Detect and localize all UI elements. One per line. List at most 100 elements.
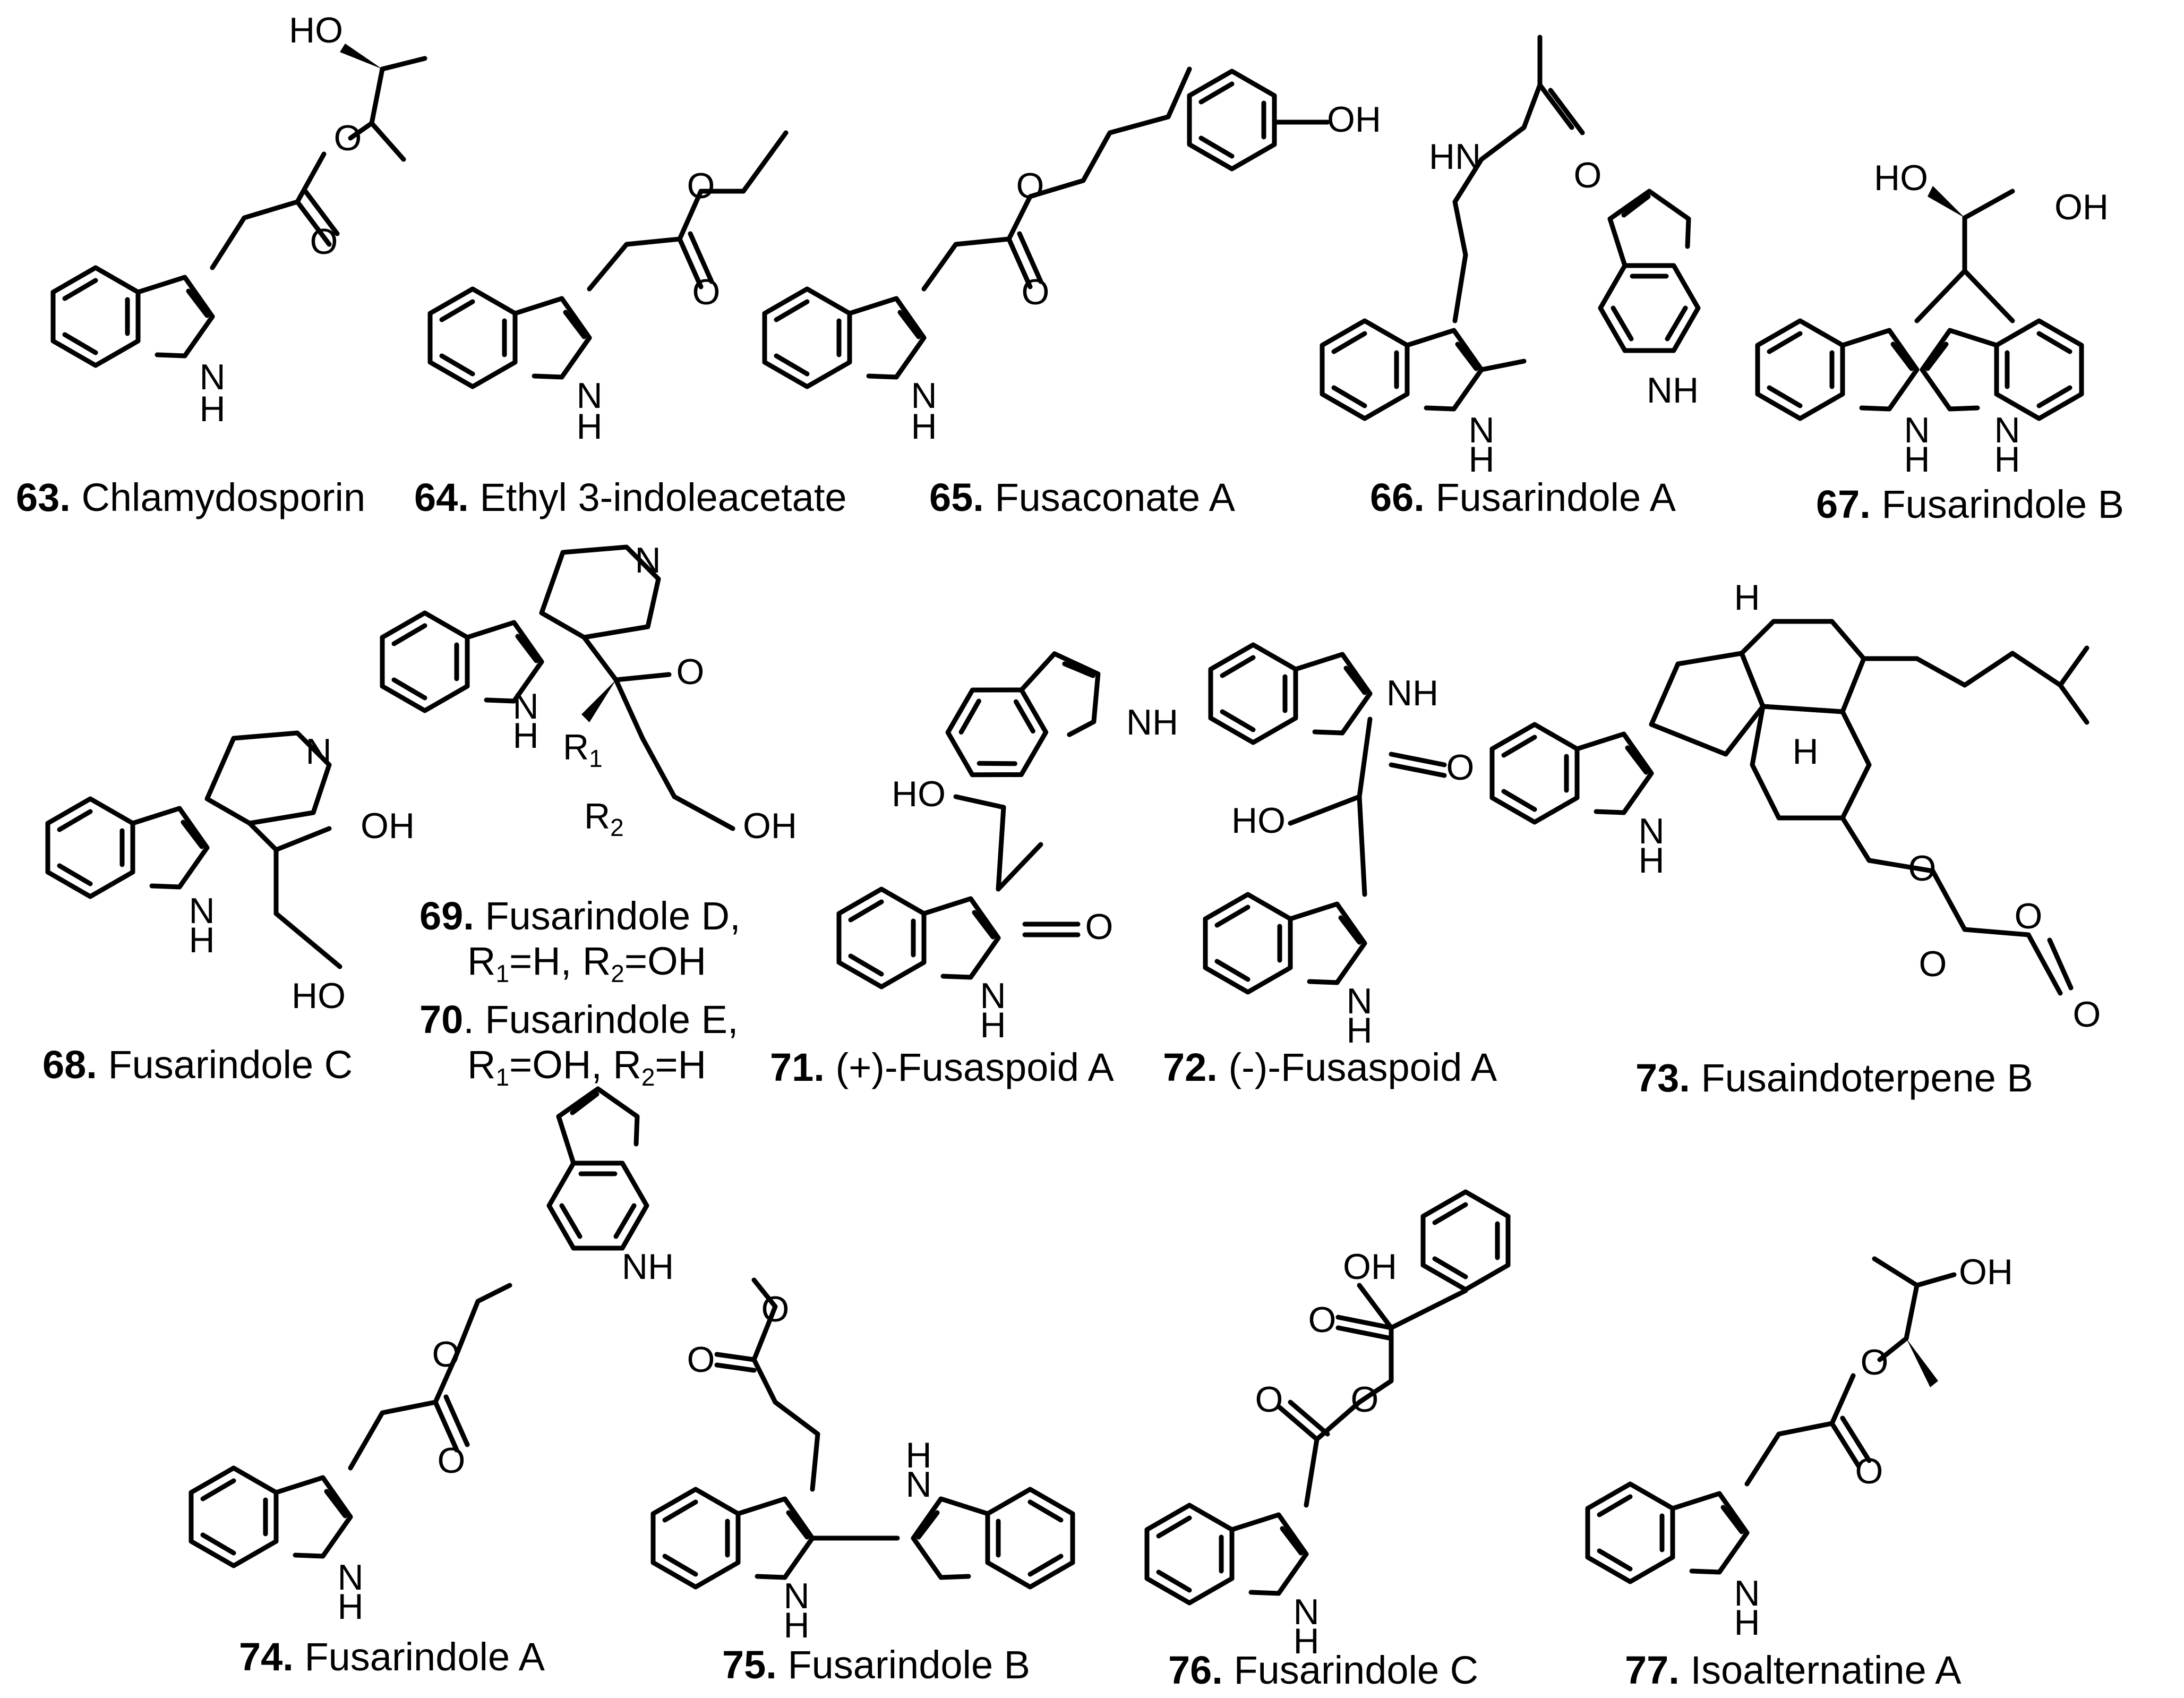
atom-o: O xyxy=(1308,1300,1337,1340)
atom-h: H xyxy=(199,389,225,429)
atom-h: H xyxy=(905,1435,931,1475)
atom-o: O xyxy=(438,1440,466,1481)
atom-h: H xyxy=(1734,1602,1760,1643)
atom-n: N xyxy=(305,731,331,772)
atom-n: N xyxy=(1994,410,2020,450)
atom-h: H xyxy=(1994,439,2020,480)
atom-n: N xyxy=(1293,1592,1319,1632)
atom-ho: HO xyxy=(289,10,343,50)
atom-o: O xyxy=(1861,1342,1889,1383)
atom-n: N xyxy=(1734,1573,1760,1614)
atom-o: O xyxy=(761,1289,790,1329)
atom-o: O xyxy=(1351,1379,1379,1420)
caption-72: 72. (-)-Fusaspoid A xyxy=(1163,1045,1497,1089)
structure-72: HO O NH N H xyxy=(1205,645,1474,1051)
caption-66: 66. Fusarindole A xyxy=(1370,475,1676,519)
structure-71: HO O N H NH xyxy=(839,632,1178,1045)
atom-o: O xyxy=(1919,944,1947,984)
caption-70: 70. Fusarindole E, xyxy=(419,997,739,1042)
structure-73: H H O O O O N H xyxy=(1492,577,2101,1035)
atom-o: O xyxy=(1016,166,1044,206)
caption-63: 63. Chlamydosporin xyxy=(16,475,365,519)
atom-n: N xyxy=(199,357,225,397)
caption-73: 73. Fusaindoterpene B xyxy=(1635,1056,2033,1100)
atom-h: H xyxy=(1293,1621,1319,1661)
atom-ho: HO xyxy=(1874,158,1928,198)
atom-ho: HO xyxy=(892,774,946,814)
caption-71: 71. (+)-Fusaspoid A xyxy=(770,1045,1114,1089)
atom-h: H xyxy=(337,1586,363,1627)
atom-o: O xyxy=(2073,994,2101,1035)
atom-o: O xyxy=(1255,1379,1283,1420)
atom-h: H xyxy=(1792,731,1818,772)
atom-o: O xyxy=(310,221,338,262)
caption-77: 77. Isoalternatine A xyxy=(1625,1648,1962,1692)
atom-oh: OH xyxy=(361,806,415,846)
atom-o: O xyxy=(676,652,705,692)
atom-oh: OH xyxy=(1327,99,1381,140)
atom-h: H xyxy=(1346,1010,1372,1051)
atom-n: N xyxy=(189,891,215,931)
atom-n: N xyxy=(635,540,661,581)
atom-oh: OH xyxy=(1343,1247,1397,1287)
substituents-69: R1=H, R2=OH xyxy=(467,939,706,987)
caption-76: 76. Fusarindole C xyxy=(1168,1648,1478,1692)
structure-64: O O N H xyxy=(430,130,789,447)
atom-n: N xyxy=(337,1557,363,1598)
atom-o: O xyxy=(692,272,721,312)
atom-h: H xyxy=(189,920,215,960)
atom-n: N xyxy=(1904,410,1930,450)
atom-nh: NH xyxy=(1126,702,1178,743)
atom-h: H xyxy=(1638,840,1664,881)
caption-69: 69. Fusarindole D, xyxy=(419,894,741,938)
atom-n: N xyxy=(783,1576,809,1616)
atom-n: N xyxy=(980,976,1006,1016)
atom-oh: OH xyxy=(1959,1252,2013,1292)
substituents-70: R1=OH, R2=H xyxy=(467,1043,706,1091)
atom-h: H xyxy=(911,406,937,447)
atom-h: H xyxy=(1734,577,1760,618)
structure-68: N OH HO N H xyxy=(48,730,415,1016)
caption-74: 74. Fusarindole A xyxy=(239,1635,545,1679)
atom-o: O xyxy=(1022,272,1050,312)
atom-n: N xyxy=(911,376,937,416)
caption-75: 75. Fusarindole B xyxy=(722,1643,1030,1687)
atom-n: N xyxy=(1346,981,1372,1021)
atom-nh: NH xyxy=(1386,673,1438,713)
atom-o: O xyxy=(1085,907,1114,947)
atom-h: H xyxy=(1468,439,1494,480)
atom-ho: HO xyxy=(1231,800,1286,841)
atom-h: H xyxy=(512,715,538,756)
atom-o: O xyxy=(1855,1451,1883,1491)
structure-65: OH O O N H xyxy=(765,66,1381,447)
structure-67: HO OH N H N H xyxy=(1758,158,2109,480)
atom-n: N xyxy=(1638,811,1664,851)
caption-64: 64. Ethyl 3-indoleacetate xyxy=(414,475,847,519)
atom-h: H xyxy=(576,406,602,447)
atom-nh: NH xyxy=(1647,370,1699,411)
atom-h: H xyxy=(783,1605,809,1645)
atom-h: H xyxy=(980,1005,1006,1045)
atom-nh: NH xyxy=(622,1247,674,1287)
atom-hn: HN xyxy=(1429,136,1481,177)
structure-69-70: N O OH N H R1 R2 xyxy=(382,540,797,846)
atom-oh: OH xyxy=(743,806,797,846)
structure-76: O O O OH N H xyxy=(1147,1192,1508,1661)
atom-nh: N xyxy=(512,686,538,727)
structure-63: O O HO N H xyxy=(53,10,427,429)
atom-o: O xyxy=(334,118,362,158)
atom-ho: HO xyxy=(292,976,346,1016)
structure-74: O O N H NH xyxy=(191,1089,674,1627)
atom-r1: R1 xyxy=(563,727,603,772)
atom-o: O xyxy=(1446,747,1475,788)
atom-o: O xyxy=(2015,896,2043,936)
atom-o: O xyxy=(1908,848,1937,889)
caption-67: 67. Fusarindole B xyxy=(1816,482,2124,526)
atom-n: N xyxy=(905,1464,931,1505)
atom-r2: R2 xyxy=(584,796,624,841)
atom-h: H xyxy=(1904,439,1930,480)
atom-o: O xyxy=(1574,155,1602,195)
atom-o: O xyxy=(687,1339,715,1380)
atom-o: O xyxy=(687,166,715,206)
